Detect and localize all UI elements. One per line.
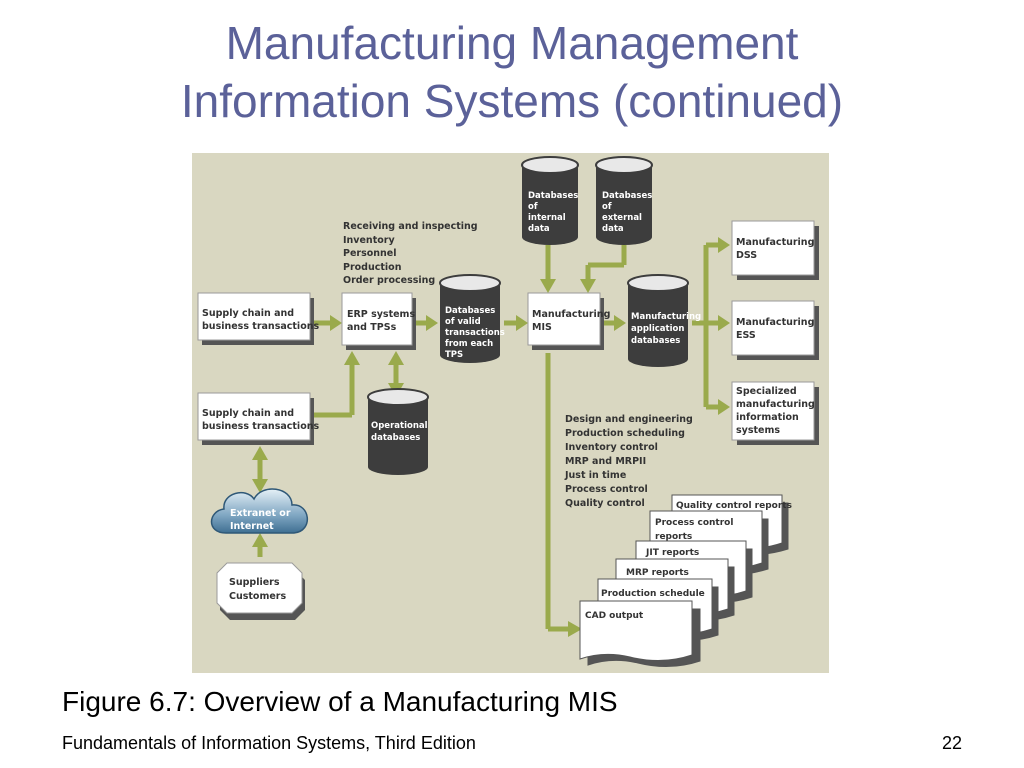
internal-data-database: Databases of internal data — [521, 156, 581, 245]
svg-text:Specialized manufacturin: Specialized manufacturing information sy… — [736, 386, 818, 436]
supply-chain-2-line1: Supply chain and — [202, 408, 294, 419]
slide-title: Manufacturing Management Information Sys… — [0, 14, 1024, 130]
svg-text:Supply chain and busines: Supply chain and business transactions — [202, 308, 319, 332]
svg-text:Databases of exter: Databases of external data — [602, 191, 655, 234]
manufacturing-mis-box: Manufacturing MIS — [527, 292, 614, 350]
operational-databases: Operational databases — [367, 388, 431, 475]
svg-text:Databases of valid: Databases of valid transactions from eac… — [445, 306, 508, 360]
svg-text:JIT reports: JIT reports — [645, 548, 699, 558]
svg-text:Manufacturing applicatio: Manufacturing application databases — [631, 312, 704, 346]
svg-text:Supply chain and busines: Supply chain and business transactions — [202, 408, 319, 432]
manufacturing-dss-box: Manufacturing DSS — [731, 220, 819, 280]
svg-text:ERP systems and TPSs: ERP systems and TPSs — [347, 309, 418, 333]
external-data-database: Databases of external data — [595, 156, 655, 245]
slide-title-line2: Information Systems (continued) — [180, 75, 844, 127]
svg-text:Manufacturing ESS: Manufacturing ESS — [736, 317, 818, 341]
svg-text:Databases of inter: Databases of internal data — [528, 191, 581, 234]
manufacturing-ess-box: Manufacturing ESS — [731, 300, 819, 360]
svg-text:Suppliers Customers: Suppliers Customers — [229, 577, 286, 602]
supply-chain-box-1: Supply chain and business transactions — [197, 292, 319, 345]
specialized-systems-box: Specialized manufacturing information sy… — [731, 381, 819, 445]
supply-chain-1-line2: business transactions — [202, 321, 319, 332]
application-databases: Manufacturing application databases — [627, 274, 704, 367]
svg-text:Extranet or Internet: Extranet or Internet — [230, 508, 294, 532]
erp-process-list: Receiving and inspecting Inventory Perso… — [343, 221, 481, 286]
figure-caption: Figure 6.7: Overview of a Manufacturing … — [62, 686, 618, 717]
svg-text:MRP reports: MRP reports — [626, 568, 689, 578]
extranet-cloud-icon: Extranet or Internet — [210, 488, 309, 534]
supply-chain-1-line1: Supply chain and — [202, 308, 294, 319]
svg-text:Manufacturing MIS: Manufacturing MIS — [532, 309, 614, 333]
svg-text:Process control report: Process control reports — [655, 518, 737, 542]
footer-book-title: Fundamentals of Information Systems, Thi… — [62, 733, 476, 753]
report-stack: Quality control reports Process control … — [579, 494, 792, 667]
svg-text:Operational databases: Operational databases — [371, 421, 431, 443]
cad-output: CAD output — [579, 600, 701, 667]
page-number: 22 — [941, 733, 962, 753]
svg-text:Quality control reports: Quality control reports — [676, 501, 792, 511]
supply-chain-2-line2: business transactions — [202, 421, 319, 432]
mis-function-list: Design and engineering Production schedu… — [564, 414, 696, 509]
svg-text:Production schedule: Production schedule — [601, 589, 705, 599]
svg-text:CAD output: CAD output — [585, 611, 644, 621]
flow-arrows — [252, 237, 730, 637]
suppliers-customers-box: Suppliers Customers — [216, 562, 305, 620]
valid-transactions-database: Databases of valid transactions from eac… — [439, 274, 508, 363]
manufacturing-mis-diagram: Supply chain and business transactions S… — [192, 153, 829, 673]
svg-text:Manufacturing DSS: Manufacturing DSS — [736, 237, 818, 261]
erp-box: ERP systems and TPSs — [341, 292, 418, 350]
slide-title-line1: Manufacturing Management — [225, 17, 799, 69]
supply-chain-box-2: Supply chain and business transactions — [197, 392, 319, 445]
